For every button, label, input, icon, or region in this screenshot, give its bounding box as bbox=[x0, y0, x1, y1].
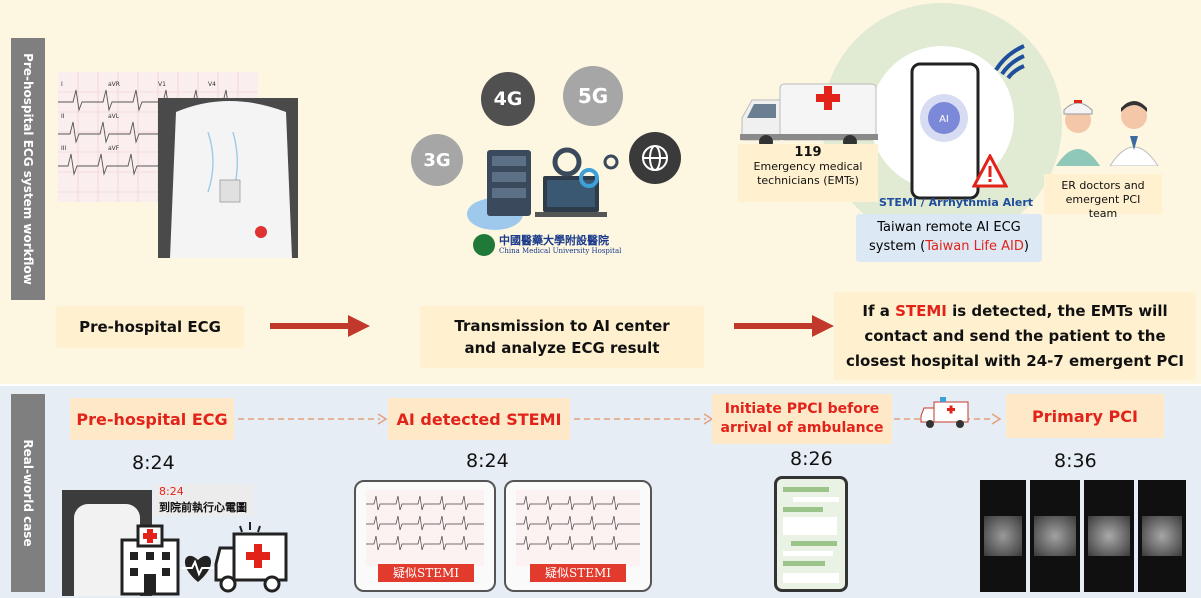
small-ambulance-icon bbox=[920, 397, 969, 428]
step3-prefix: If a bbox=[862, 301, 896, 320]
stemi-stamp: 疑似STEMI bbox=[530, 564, 626, 582]
system-name: Taiwan remote AI ECG system ( bbox=[869, 220, 1021, 254]
dashed-arrow bbox=[574, 413, 714, 425]
system-name-box: Taiwan remote AI ECG system (Taiwan Life… bbox=[856, 214, 1042, 262]
gear-icon bbox=[552, 147, 582, 177]
dashed-arrow bbox=[238, 413, 388, 425]
step3-suffix: is detected, the EMTs will contact and s… bbox=[846, 301, 1184, 370]
system-name-highlight: Taiwan Life AID bbox=[925, 239, 1024, 254]
doctors-caption: ER doctors and emergent PCI team bbox=[1044, 174, 1162, 220]
angio-frame bbox=[1084, 480, 1134, 592]
case-step-primary-pci: Primary PCI bbox=[1006, 394, 1164, 438]
angio-frame bbox=[1138, 480, 1186, 592]
angio-frame bbox=[980, 480, 1026, 592]
gear-icon bbox=[579, 168, 599, 188]
ambulance-icon bbox=[214, 522, 288, 593]
hospital-logo-text: 中國醫藥大學附設醫院 bbox=[499, 234, 609, 247]
photo-caption: 到院前執行心電圖 bbox=[159, 501, 247, 514]
ecg-lead-label: II bbox=[61, 113, 65, 120]
hospital-logo-subtext: China Medical University Hospital bbox=[499, 247, 622, 255]
ambulance-icon bbox=[740, 83, 878, 149]
step3-highlight: STEMI bbox=[895, 301, 947, 320]
hospital-ambulance-icons bbox=[120, 522, 288, 596]
ecg-lead-label: aVL bbox=[108, 113, 120, 120]
hospital-logo-icon bbox=[473, 234, 495, 256]
doctors-icon bbox=[1056, 100, 1159, 166]
ecg-tablet-right: 疑似STEMI bbox=[504, 480, 652, 592]
case-step-prehospital-ecg: Pre-hospital ECG bbox=[70, 398, 234, 440]
workflow-step-stemi-detected: If a STEMI is detected, the EMTs will co… bbox=[834, 292, 1196, 380]
ambulance-number: 119 bbox=[794, 145, 822, 160]
hospital-icon bbox=[120, 524, 180, 596]
workflow-arrow bbox=[734, 315, 834, 337]
workflow-arrow bbox=[270, 315, 370, 337]
workflow-step-transmission: Transmission to AI center and analyze EC… bbox=[420, 306, 704, 368]
network-badge-3g: 3G bbox=[411, 134, 463, 186]
ecg-lead-label: aVF bbox=[108, 145, 120, 152]
angiography-frames bbox=[980, 480, 1196, 594]
server-computer-icon bbox=[467, 147, 619, 230]
chat-phone bbox=[774, 476, 848, 592]
emt-caption-box: 119 Emergency medical technicians (EMTs) bbox=[738, 144, 878, 202]
ecg-tablet-left: 疑似STEMI bbox=[354, 480, 496, 592]
angio-frame bbox=[1030, 480, 1080, 592]
stemi-stamp: 疑似STEMI bbox=[378, 564, 474, 582]
globe-icon bbox=[629, 132, 681, 184]
network-cluster: 3G 4G 5G 中國醫藥大學附設醫院 China Medical Univer… bbox=[405, 64, 695, 264]
network-badge-5g: 5G bbox=[563, 66, 623, 126]
case-time-initiate-ppci: 8:26 bbox=[790, 448, 833, 470]
system-name-suffix: ) bbox=[1023, 239, 1029, 254]
ecg-trace bbox=[516, 490, 640, 566]
case-time-primary-pci: 8:36 bbox=[1054, 450, 1097, 472]
case-step-ai-detected: AI detected STEMI bbox=[388, 398, 570, 440]
ecg-lead-label: III bbox=[61, 145, 67, 152]
network-badge-4g: 4G bbox=[481, 72, 535, 126]
case-time-prehospital: 8:24 bbox=[132, 452, 175, 474]
ecg-trace bbox=[366, 490, 484, 566]
ecg-lead-label: I bbox=[61, 81, 63, 88]
ecg-lead-label: aVR bbox=[108, 81, 120, 88]
wifi-signal-icon bbox=[994, 44, 1025, 80]
heart-icon bbox=[182, 555, 214, 582]
case-time-ai-detected: 8:24 bbox=[466, 450, 509, 472]
hospital-logo: 中國醫藥大學附設醫院 China Medical University Hosp… bbox=[473, 232, 623, 260]
real-world-side-label: Real-world case bbox=[11, 394, 45, 592]
emt-caption: Emergency medical technicians (EMTs) bbox=[753, 160, 863, 187]
gear-icon bbox=[603, 154, 619, 170]
alert-label: STEMI / Arrhythmia Alert bbox=[878, 196, 1034, 209]
ai-label: AI bbox=[939, 114, 949, 125]
workflow-step-prehospital-ecg: Pre-hospital ECG bbox=[56, 306, 244, 348]
photo-time-label: 8:24 到院前執行心電圖 bbox=[154, 484, 254, 516]
workflow-side-label: Pre-hospital ECG system workflow bbox=[11, 38, 45, 300]
ecg-lead-label: V4 bbox=[208, 81, 216, 88]
warning-icon bbox=[972, 154, 1008, 188]
ecg-photo-illustration: I aVR V1 V4 II aVL V2 V5 III aVF V3 V6 bbox=[58, 72, 298, 258]
tablet-ai-icon: AI bbox=[910, 62, 980, 200]
photo-time: 8:24 bbox=[159, 485, 184, 498]
case-step-initiate-ppci: Initiate PPCI before arrival of ambulanc… bbox=[712, 394, 892, 444]
ecg-lead-label: V1 bbox=[158, 81, 166, 88]
